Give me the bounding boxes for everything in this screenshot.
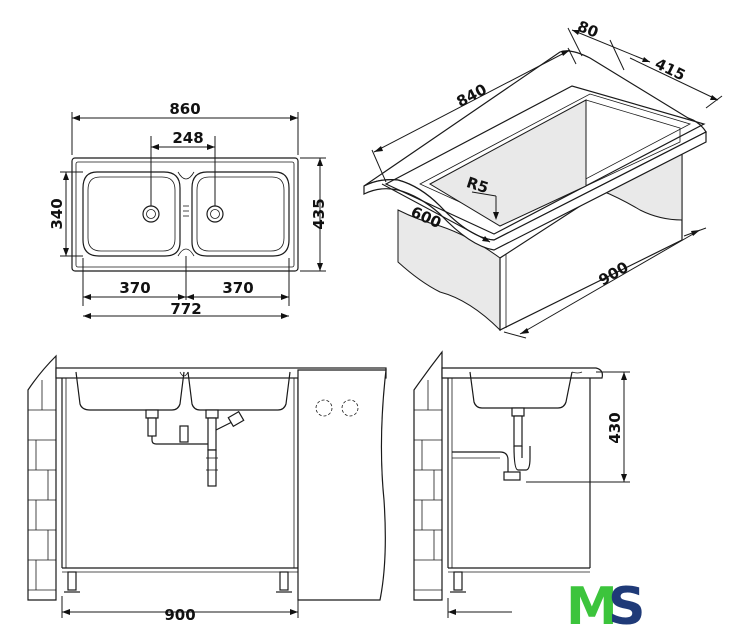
isometric-view: 80 415 840 R5 600 900	[363, 17, 723, 339]
dim-ledge: 80	[575, 17, 601, 42]
dim-radius: R5	[464, 173, 490, 197]
top-view: 860 248 340 435 370 370	[48, 100, 328, 319]
left-bowl	[82, 171, 181, 257]
left-drain	[142, 205, 160, 223]
right-drain	[206, 205, 224, 223]
ms-logo: M S	[566, 577, 645, 637]
dim-drain-spacing: 248	[172, 129, 203, 147]
dim-inner-width: 772	[170, 300, 201, 318]
dim-overall-width: 860	[169, 100, 200, 118]
dim-overall-depth: 435	[310, 198, 328, 229]
dim-height: 430	[606, 412, 624, 443]
right-bowl	[191, 171, 290, 257]
dim-cabinet-width: 900	[164, 606, 195, 624]
side-view: 430	[413, 350, 630, 618]
dim-bowl-height: 340	[48, 198, 66, 229]
front-view: 900	[27, 354, 387, 624]
dim-bowl-left: 370	[119, 279, 150, 297]
logo-letter-m: M	[566, 577, 618, 637]
dim-bowl-right: 370	[222, 279, 253, 297]
logo-letter-s: S	[608, 577, 645, 637]
dim-rim-depth: 415	[652, 55, 688, 85]
